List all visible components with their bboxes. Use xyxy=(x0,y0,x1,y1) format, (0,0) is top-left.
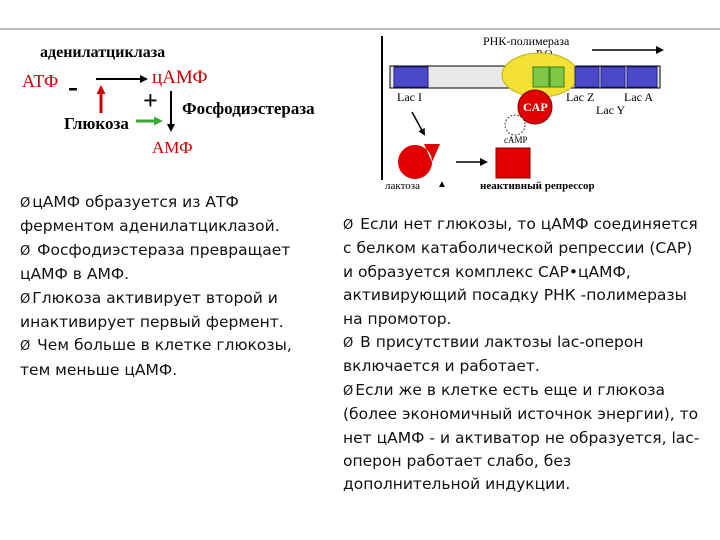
arrow-bullet-icon: Ø xyxy=(20,291,31,307)
phosphodiesterase-label: Фосфодиэстераза xyxy=(182,99,315,118)
arrow-bullet-icon: Ø xyxy=(20,339,31,355)
cap-protein-shape xyxy=(517,89,553,125)
cap-label: CAP xyxy=(523,100,548,114)
arrow-bullet-icon: Ø xyxy=(20,196,31,211)
top-divider xyxy=(0,28,720,30)
atf-label: АТФ xyxy=(22,71,59,91)
left-bullet-2: Ø Фосфодиэстераза превращает цАМФ в АМФ. xyxy=(20,240,291,284)
camp-label: цАМФ xyxy=(152,67,208,88)
lactose-bound-repressor-shape xyxy=(398,144,440,179)
arrow-bullet-icon: Ø xyxy=(343,336,354,352)
inactive-repressor-label: неактивный репрессор xyxy=(480,180,595,192)
amf-label: АМФ xyxy=(152,138,193,157)
right-bullet-1: Ø Если нет глюкозы, то цАМФ соединяется … xyxy=(343,215,698,328)
lactose-label: лактоза xyxy=(385,180,420,192)
plus-sign: + xyxy=(143,86,158,115)
camp-molecule-shape xyxy=(504,114,526,136)
arrow-bullet-icon: Ø xyxy=(343,383,354,399)
glucose-label: Глюкоза xyxy=(64,114,129,133)
lac-a-label: Lac A xyxy=(624,90,653,104)
lac-z-gene xyxy=(574,66,600,88)
lac-z-label: Lac Z xyxy=(566,90,595,104)
operator-region xyxy=(549,66,565,88)
lac-y-gene xyxy=(600,66,626,88)
arrow-bullet-icon: Ø xyxy=(343,218,354,233)
arrow-bullet-icon: Ø xyxy=(20,243,31,259)
lactose-triangle-icon: ▲ xyxy=(437,179,447,190)
promoter-region xyxy=(532,66,550,88)
adenylate-cyclase-label: аденилатциклаза xyxy=(40,44,166,61)
lac-y-label: Lac Y xyxy=(596,103,626,117)
inactive-repressor-shape xyxy=(495,147,531,179)
camp-arrows xyxy=(96,75,175,132)
operon-graphic xyxy=(381,36,664,180)
lac-i-gene xyxy=(393,66,429,88)
minus-sign: - xyxy=(68,70,78,103)
camp-small-label: cAMP xyxy=(504,135,528,145)
left-bullet-4: Ø Чем больше в клетке глюкозы, тем меньш… xyxy=(20,336,292,379)
right-text-block: Ø Если нет глюкозы, то цАМФ соединяется … xyxy=(343,213,703,497)
right-bullet-2: Ø В присутствии лактозы lac-оперон включ… xyxy=(343,333,644,376)
lac-i-arrow xyxy=(411,111,425,136)
rna-polymerase-label: РНК-полимераза xyxy=(483,34,570,48)
lac-i-label: Lac I xyxy=(397,90,422,104)
lac-a-gene xyxy=(626,66,658,88)
